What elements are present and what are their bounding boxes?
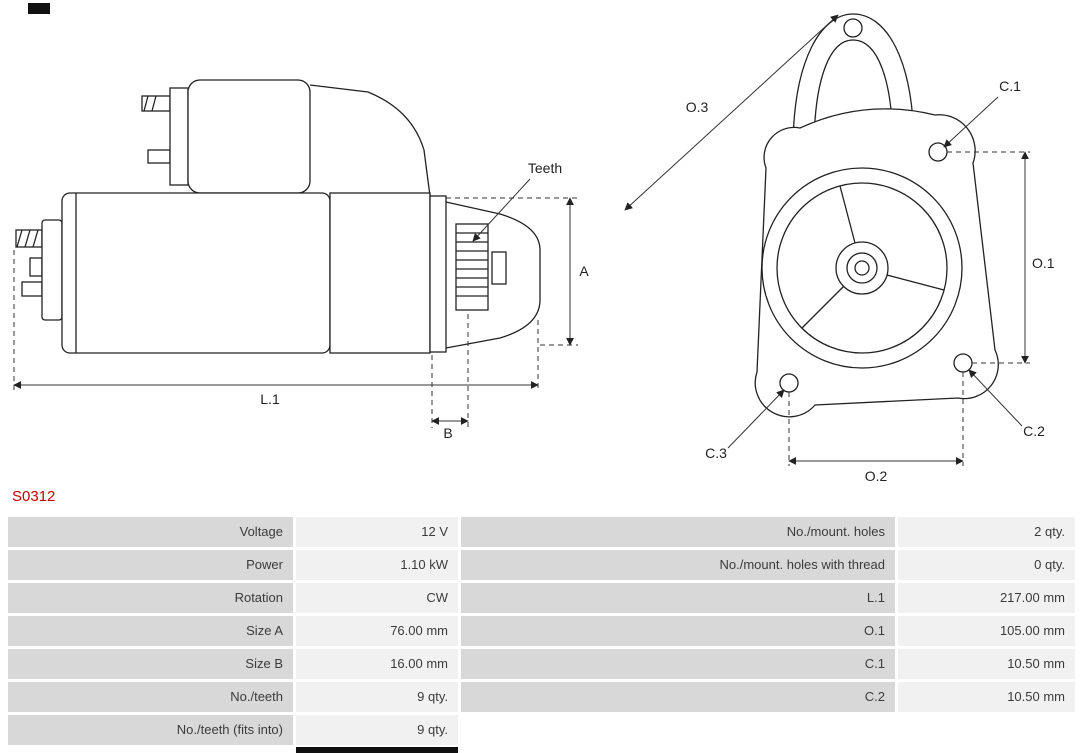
spec-value: 76.00 mm (296, 616, 458, 646)
spec-label: Voltage (8, 517, 293, 547)
spec-label: C.2 (461, 682, 895, 712)
brand-mark (28, 3, 50, 14)
spec-label: No./teeth (8, 682, 293, 712)
spec-label: L.1 (461, 583, 895, 613)
spec-value: 12 V (296, 517, 458, 547)
spec-value: 9 qty. (296, 682, 458, 712)
bottom-bar (296, 747, 458, 753)
spec-label: Power (8, 550, 293, 580)
dim-label-a: A (579, 263, 589, 279)
dim-label-c1: C.1 (999, 78, 1021, 94)
spec-label: Size A (8, 616, 293, 646)
spec-label: No./mount. holes with thread (461, 550, 895, 580)
spec-value: 10.50 mm (898, 649, 1075, 679)
part-number: S0312 (12, 488, 56, 505)
dim-label-o3: O.3 (686, 99, 709, 115)
dim-label-l1: L.1 (260, 391, 280, 407)
spec-label: O.1 (461, 616, 895, 646)
spec-value: 1.10 kW (296, 550, 458, 580)
side-view (15, 79, 541, 354)
spec-label: No./mount. holes (461, 517, 895, 547)
spec-label: Size B (8, 649, 293, 679)
spec-label: C.1 (461, 649, 895, 679)
spec-value-empty (898, 715, 1075, 745)
spec-value: 9 qty. (296, 715, 458, 745)
front-view-dimensions (624, 14, 1030, 466)
spec-label-empty (461, 715, 895, 745)
dim-label-o2: O.2 (865, 468, 888, 484)
spec-value: 217.00 mm (898, 583, 1075, 613)
side-view-dimensions (13, 178, 578, 428)
spec-value: 16.00 mm (296, 649, 458, 679)
spec-value: 0 qty. (898, 550, 1075, 580)
spec-value: 105.00 mm (898, 616, 1075, 646)
dim-label-c3: C.3 (705, 445, 727, 461)
spec-value: 10.50 mm (898, 682, 1075, 712)
spec-label: Rotation (8, 583, 293, 613)
front-view (754, 13, 999, 418)
dim-label-b: B (443, 425, 452, 441)
dim-label-c2: C.2 (1023, 423, 1045, 439)
starter-motor-diagram: Teeth A L.1 B (13, 13, 1055, 484)
label-teeth: Teeth (528, 160, 562, 176)
spec-value: 2 qty. (898, 517, 1075, 547)
spec-value: CW (296, 583, 458, 613)
spec-label: No./teeth (fits into) (8, 715, 293, 745)
spec-table: Voltage 12 V No./mount. holes 2 qty. Pow… (8, 517, 1075, 745)
dim-label-o1: O.1 (1032, 255, 1055, 271)
